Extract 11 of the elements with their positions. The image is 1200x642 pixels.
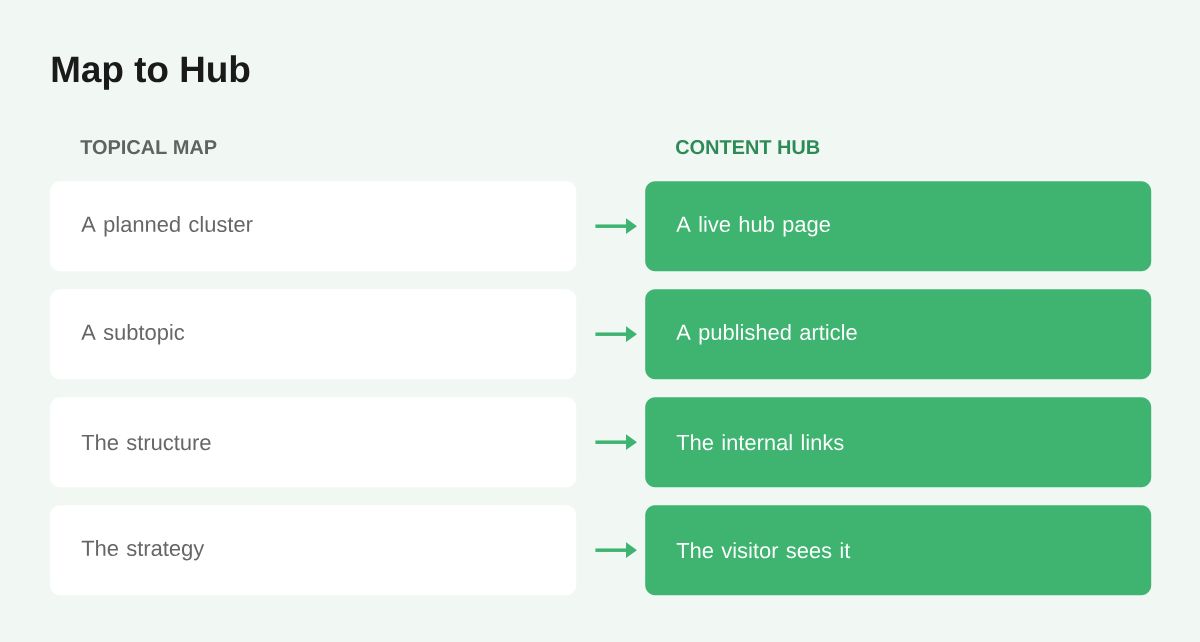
title: Map to Hub — [52, 55, 250, 90]
highlight-box: A live hub page — [645, 181, 1152, 272]
highlight-box: A published article — [645, 289, 1152, 380]
highlight-box: The visitor sees it — [645, 505, 1152, 596]
column-header: CONTENT HUB — [676, 140, 820, 155]
column-header: TOPICAL MAP — [80, 140, 217, 155]
text-box: A planned cluster — [50, 181, 577, 272]
text-box: A subtopic — [50, 289, 577, 380]
text-box: The structure — [50, 397, 577, 488]
text-box: The strategy — [50, 505, 577, 596]
highlight-box: The internal links — [645, 397, 1152, 488]
